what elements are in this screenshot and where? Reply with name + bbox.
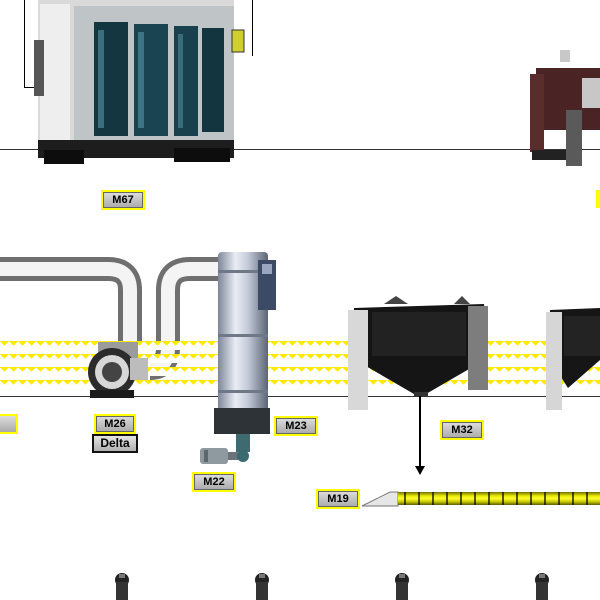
floor-line-top (0, 149, 600, 150)
valve-icon-1[interactable] (112, 570, 132, 600)
m19-conveyor[interactable] (398, 492, 600, 505)
left-edge-tag (0, 414, 18, 434)
valve-icon-4[interactable] (532, 570, 552, 600)
m32-hopper[interactable] (344, 296, 494, 414)
m19-feed-chute (361, 491, 399, 507)
conveyor-row-4 (0, 380, 600, 389)
m23-reactor-column[interactable] (212, 250, 282, 458)
valve-icon-2[interactable] (252, 570, 272, 600)
delta-button[interactable]: Delta (92, 434, 138, 453)
floor-line-mid (0, 396, 600, 397)
m19-tag[interactable]: M19 (316, 489, 360, 509)
right-top-machine[interactable] (530, 50, 600, 170)
m22-motor[interactable] (196, 444, 252, 470)
frame-line-left (24, 0, 25, 88)
conveyor-row-2 (0, 354, 600, 363)
m67-tag[interactable]: M67 (101, 190, 145, 210)
drop-arrow-head (415, 466, 425, 475)
valve-icon-3[interactable] (392, 570, 412, 600)
m23-tag[interactable]: M23 (274, 416, 318, 436)
conveyor-row-3 (0, 367, 600, 376)
m26-tag[interactable]: M26 (94, 414, 136, 434)
m26-pump[interactable] (84, 336, 150, 402)
frame-line-right (252, 0, 253, 56)
m67-heat-exchanger[interactable] (34, 0, 248, 170)
conveyor-row-1 (0, 341, 600, 350)
m22-tag[interactable]: M22 (192, 472, 236, 492)
right-hopper[interactable] (546, 300, 600, 414)
process-pipe (0, 257, 225, 380)
frame-line-bottom-left (24, 87, 42, 88)
right-edge-tag-top (596, 190, 600, 208)
m32-tag[interactable]: M32 (440, 420, 484, 440)
drop-arrow-line (419, 396, 421, 468)
